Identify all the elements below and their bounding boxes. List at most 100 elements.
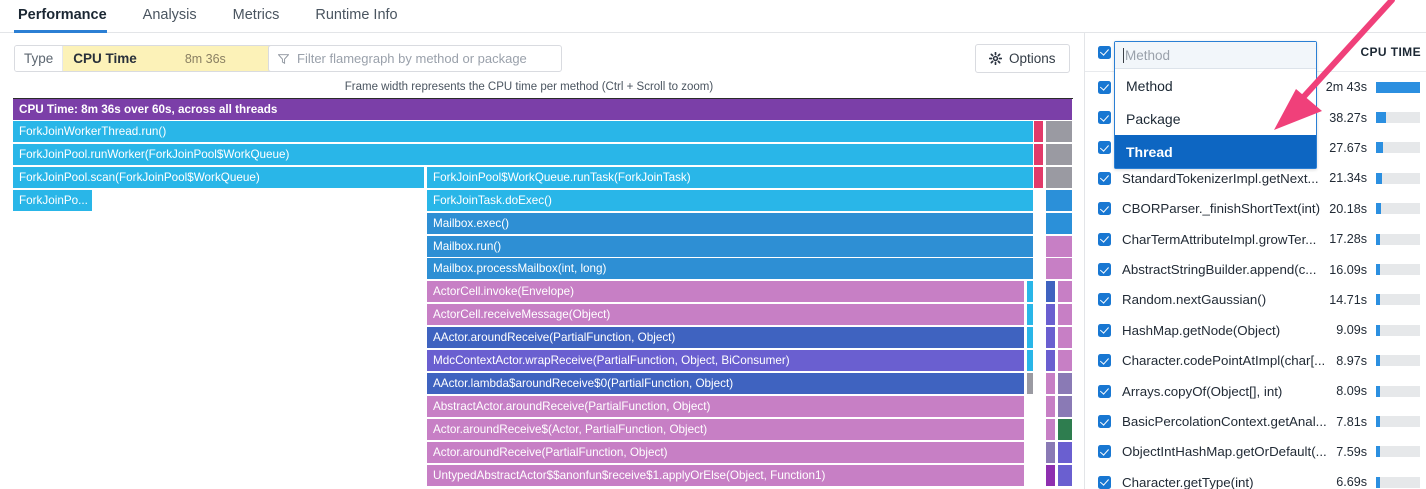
hotspot-method-name[interactable]: HashMap.getNode(Object) xyxy=(1122,322,1281,338)
hotspot-row[interactable]: Character.getType(int)6.69s xyxy=(1085,467,1426,489)
hotspot-row-checkbox[interactable] xyxy=(1098,171,1111,185)
flamegraph-frame-narrow[interactable] xyxy=(1027,372,1034,395)
flamegraph-frame-narrow[interactable] xyxy=(1046,166,1073,189)
flamegraph-frame[interactable]: Actor.aroundReceive$(Actor, PartialFunct… xyxy=(427,418,1025,441)
flamegraph-frame-narrow[interactable] xyxy=(1046,372,1056,395)
flamegraph-frame-narrow[interactable] xyxy=(1046,441,1056,464)
flamegraph-frame-narrow[interactable] xyxy=(1058,281,1073,304)
flamegraph-frame[interactable]: ForkJoinPool.scan(ForkJoinPool$WorkQueue… xyxy=(13,166,425,189)
hotspot-row[interactable]: Arrays.copyOf(Object[], int)8.09s xyxy=(1085,376,1426,406)
hotspot-method-name[interactable]: CBORParser._finishShortText(int) xyxy=(1122,201,1321,217)
hotspot-method-name[interactable]: Character.getType(int) xyxy=(1122,474,1254,489)
flamegraph-frame-narrow[interactable] xyxy=(1046,189,1073,212)
hotspot-row-checkbox[interactable] xyxy=(1098,111,1111,125)
flamegraph-frame[interactable]: ForkJoinTask.doExec() xyxy=(427,189,1034,212)
grouping-dropdown-search[interactable]: Method xyxy=(1115,42,1316,69)
flamegraph-frame-narrow[interactable] xyxy=(1027,281,1034,304)
options-button[interactable]: Options xyxy=(975,44,1070,73)
hotspot-method-name[interactable]: CharTermAttributeImpl.growTer... xyxy=(1122,231,1317,247)
hotspot-row-checkbox[interactable] xyxy=(1098,202,1111,216)
flamegraph-frame[interactable]: UntypedAbstractActor$$anonfun$receive$1.… xyxy=(427,464,1025,487)
hotspot-method-name[interactable]: ObjectIntHashMap.getOrDefault(... xyxy=(1122,444,1327,460)
flamegraph-frame-narrow[interactable] xyxy=(1046,212,1073,235)
hotspot-method-name[interactable]: Character.codePointAtImpl(char[... xyxy=(1122,353,1326,369)
flamegraph-frame-narrow[interactable] xyxy=(1046,418,1056,441)
hotspot-row-checkbox[interactable] xyxy=(1098,80,1111,94)
hotspot-row-checkbox[interactable] xyxy=(1098,445,1111,459)
select-all-checkbox[interactable] xyxy=(1098,45,1111,59)
flamegraph-frame-narrow[interactable] xyxy=(1058,464,1073,487)
flamegraph-frame-narrow[interactable] xyxy=(1046,327,1056,350)
flamegraph-frame-narrow[interactable] xyxy=(1034,143,1044,166)
flamegraph-frame-narrow[interactable] xyxy=(1058,304,1073,327)
type-selector-value-wrap[interactable]: CPU Time 8m 36s xyxy=(63,46,299,71)
flamegraph-frame[interactable]: ActorCell.invoke(Envelope) xyxy=(427,281,1025,304)
flamegraph-frame[interactable]: ForkJoinPool$WorkQueue.runTask(ForkJoinT… xyxy=(427,166,1034,189)
hotspot-row-checkbox[interactable] xyxy=(1098,293,1111,307)
hotspot-method-name[interactable]: Random.nextGaussian() xyxy=(1122,292,1267,308)
flamegraph-frame[interactable]: AActor.aroundReceive(PartialFunction, Ob… xyxy=(427,327,1025,350)
hotspot-row[interactable]: HashMap.getNode(Object)9.09s xyxy=(1085,315,1426,345)
flamegraph-frame-narrow[interactable] xyxy=(1046,350,1056,372)
flamegraph-frame-narrow[interactable] xyxy=(1058,441,1073,464)
flamegraph-frame[interactable]: ActorCell.receiveMessage(Object) xyxy=(427,304,1025,327)
flamegraph-frame[interactable]: Mailbox.processMailbox(int, long) xyxy=(427,258,1034,281)
hotspot-method-name[interactable]: AbstractStringBuilder.append(c... xyxy=(1122,262,1317,278)
flamegraph-frame-narrow[interactable] xyxy=(1046,121,1073,143)
hotspot-row-checkbox[interactable] xyxy=(1098,141,1111,155)
grouping-option-package[interactable]: Package xyxy=(1115,102,1316,135)
flamegraph-frame-narrow[interactable] xyxy=(1046,304,1056,327)
flamegraph-frame-narrow[interactable] xyxy=(1027,350,1034,372)
hotspot-row-checkbox[interactable] xyxy=(1098,323,1111,337)
flamegraph-frame-narrow[interactable] xyxy=(1046,464,1056,487)
flamegraph-frame[interactable]: Actor.aroundReceive(PartialFunction, Obj… xyxy=(427,441,1025,464)
hotspot-row-checkbox[interactable] xyxy=(1098,415,1111,429)
flamegraph-filter[interactable]: Filter flamegraph by method or package xyxy=(268,45,562,72)
tab-performance[interactable]: Performance xyxy=(14,7,125,33)
flamegraph-frame-narrow[interactable] xyxy=(1027,327,1034,350)
flamegraph-root-frame[interactable]: CPU Time: 8m 36s over 60s, across all th… xyxy=(13,99,1073,121)
hotspot-row[interactable]: BasicPercolationContext.getAnal...7.81s xyxy=(1085,406,1426,436)
flamegraph-frame-narrow[interactable] xyxy=(1046,143,1073,166)
flamegraph-frame[interactable]: AActor.lambda$aroundReceive$0(PartialFun… xyxy=(427,372,1025,395)
flamegraph-frame-narrow[interactable] xyxy=(1058,327,1073,350)
flamegraph-frame-narrow[interactable] xyxy=(1027,304,1034,327)
hotspot-row[interactable]: CBORParser._finishShortText(int)20.18s xyxy=(1085,194,1426,224)
flamegraph-frame-narrow[interactable] xyxy=(1034,121,1044,143)
flamegraph-frame-narrow[interactable] xyxy=(1046,281,1056,304)
flamegraph-frame[interactable]: AbstractActor.aroundReceive(PartialFunct… xyxy=(427,395,1025,418)
flamegraph-frame-narrow[interactable] xyxy=(1058,418,1073,441)
hotspot-method-name[interactable]: BasicPercolationContext.getAnal... xyxy=(1122,414,1327,430)
hotspot-method-name[interactable]: Arrays.copyOf(Object[], int) xyxy=(1122,383,1283,399)
hotspot-method-name[interactable]: StandardTokenizerImpl.getNext... xyxy=(1122,170,1319,186)
flamegraph-frame[interactable]: ForkJoinPool.runWorker(ForkJoinPool$Work… xyxy=(13,143,1034,166)
tab-metrics[interactable]: Metrics xyxy=(229,7,298,32)
hotspot-row[interactable]: CharTermAttributeImpl.growTer...17.28s xyxy=(1085,224,1426,254)
hotspot-row[interactable]: Character.codePointAtImpl(char[...8.97s xyxy=(1085,346,1426,376)
flamegraph-frame-narrow[interactable] xyxy=(1046,235,1073,258)
hotspot-row[interactable]: StandardTokenizerImpl.getNext...21.34s xyxy=(1085,163,1426,193)
hotspot-row-checkbox[interactable] xyxy=(1098,232,1111,246)
flamegraph-frame-narrow[interactable] xyxy=(1058,372,1073,395)
hotspot-row-checkbox[interactable] xyxy=(1098,475,1111,489)
hotspot-row[interactable]: 27.67s xyxy=(1085,133,1426,163)
flamegraph-frame-narrow[interactable] xyxy=(1058,395,1073,418)
flamegraph-frame-narrow[interactable] xyxy=(1046,258,1073,281)
hotspot-row[interactable]: AbstractStringBuilder.append(c...16.09s xyxy=(1085,254,1426,284)
hotspot-row-checkbox[interactable] xyxy=(1098,263,1111,277)
hotspot-row[interactable]: ObjectIntHashMap.getOrDefault(...7.59s xyxy=(1085,437,1426,467)
type-selector[interactable]: Type CPU Time 8m 36s xyxy=(14,45,300,72)
tab-analysis[interactable]: Analysis xyxy=(139,7,215,32)
flamegraph-frame[interactable]: ForkJoinPo... xyxy=(13,189,93,212)
flamegraph-frame[interactable]: ForkJoinWorkerThread.run() xyxy=(13,121,1034,143)
grouping-option-method[interactable]: Method xyxy=(1115,69,1316,102)
flamegraph-frame[interactable]: Mailbox.exec() xyxy=(427,212,1034,235)
grouping-option-thread[interactable]: Thread xyxy=(1115,135,1316,168)
hotspot-row-checkbox[interactable] xyxy=(1098,354,1111,368)
flamegraph-frame-narrow[interactable] xyxy=(1046,395,1056,418)
flamegraph-frame[interactable]: Mailbox.run() xyxy=(427,235,1034,258)
flamegraph[interactable]: CPU Time: 8m 36s over 60s, across all th… xyxy=(13,98,1073,489)
flamegraph-frame[interactable]: MdcContextActor.wrapReceive(PartialFunct… xyxy=(427,350,1025,372)
tab-runtime-info[interactable]: Runtime Info xyxy=(311,7,415,32)
grouping-dropdown[interactable]: Method Method Package Thread xyxy=(1114,41,1317,169)
